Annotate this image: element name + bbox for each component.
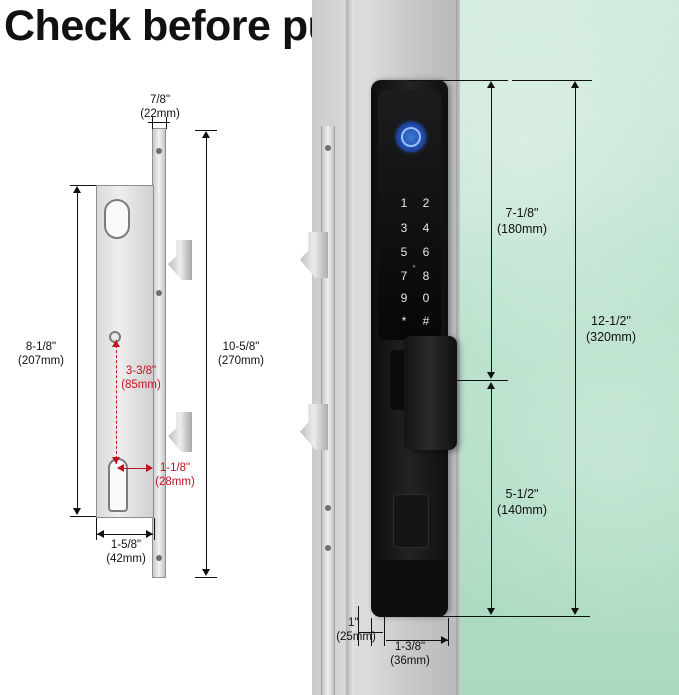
dimension-line [97,534,153,535]
mortise-total-height-label: 10-5/8" (270mm) [217,341,264,367]
mortise-top-slot [104,199,130,239]
arrow-icon [441,636,448,644]
keypad-key: 5 [400,245,408,259]
lock-upper-height-label: 7-1/8" (180mm) [496,206,547,236]
mortise-case-height-label: 8-1/8" (207mm) [17,341,64,367]
fingerprint-ring-icon [401,127,421,147]
keypad-key: 0 [422,291,430,305]
lock-edge-offset-label: 1" (25mm) [336,617,376,643]
faceplate-screw-hole [156,290,162,296]
dimension-extension-line [358,606,359,646]
arrow-icon [487,608,495,615]
mortise-faceplate [152,128,166,578]
arrow-icon [571,81,579,88]
dimension-extension-line [152,117,153,129]
mortise-faceplate-width-label: 7/8" (22mm) [140,94,180,120]
dimension-line [575,83,576,613]
mortise-center-distance-label: 3-3/8" (85mm) [121,365,161,391]
nfc-icon: ◦ [412,261,416,271]
arrow-icon [117,464,124,472]
handle-neck [390,350,408,410]
keypad-key: 6 [422,245,430,259]
strip-screw-hole [325,505,331,511]
dimension-line [77,188,78,514]
mortise-hook-bolt [168,412,192,452]
dimension-line [491,83,492,376]
card-reader-area [393,494,429,548]
keypad-key: 8 [422,269,430,283]
arrow-icon [73,508,81,515]
dimension-extension-line [96,518,97,540]
dimension-extension-line [408,80,508,81]
strip-screw-hole [325,145,331,151]
faceplate-screw-hole [156,555,162,561]
arrow-icon [202,569,210,576]
dimension-extension-line [448,380,508,381]
arrow-icon [487,382,495,389]
dimension-extension-line [154,518,155,540]
keypad-key: * [401,314,407,328]
keypad-key: 7 [400,269,408,283]
smart-lock-handle [404,336,457,450]
dimension-extension-line [384,606,385,646]
door-hook-bolt [300,404,328,450]
arrow-icon [146,464,153,472]
keypad-key: # [422,314,430,328]
keypad-key: 4 [422,221,430,235]
frosted-glass [460,0,679,695]
lock-lower-height-label: 5-1/2" (140mm) [496,487,547,517]
lock-width-label: 1-3/8" (36mm) [390,641,430,667]
arrow-icon [202,131,210,138]
arrow-icon [571,608,579,615]
smart-lock-bottom [371,560,448,617]
dimension-extension-line [70,516,96,517]
arrow-icon [73,186,81,193]
dimension-extension-line [166,117,167,129]
dimension-extension-line [195,130,217,131]
dimension-extension-line [448,618,449,646]
door-frame-edge [346,0,354,695]
lock-total-height-label: 12-1/2" (320mm) [585,314,636,344]
mortise-hook-bolt [168,240,192,280]
dimension-line [386,640,448,641]
dimension-extension-line [440,616,590,617]
mortise-small-backset-label: 1-1/8" (28mm) [155,462,195,488]
faceplate-screw-hole [156,148,162,154]
dimension-extension-line [371,618,372,646]
keypad-key: 3 [400,221,408,235]
dimension-extension-line [70,185,96,186]
arrow-icon [97,530,104,538]
center-distance-line [116,340,117,464]
keypad-key: 1 [400,196,408,210]
dimension-extension-line [512,80,592,81]
arrow-icon [146,530,153,538]
keypad-key: 9 [400,291,408,305]
small-backset-line [118,468,152,469]
dimension-line [491,384,492,613]
strip-screw-hole [325,545,331,551]
keypad-key: 2 [422,196,430,210]
dimension-extension-line [195,577,217,578]
arrow-icon [112,340,120,347]
glass-frame [456,0,462,695]
dimension-line [206,133,207,574]
door-hook-bolt [300,232,328,278]
arrow-icon [112,457,120,464]
dimension-line [148,122,170,123]
arrow-icon [487,372,495,379]
mortise-backset-label: 1-5/8" (42mm) [106,539,146,565]
arrow-icon [487,81,495,88]
